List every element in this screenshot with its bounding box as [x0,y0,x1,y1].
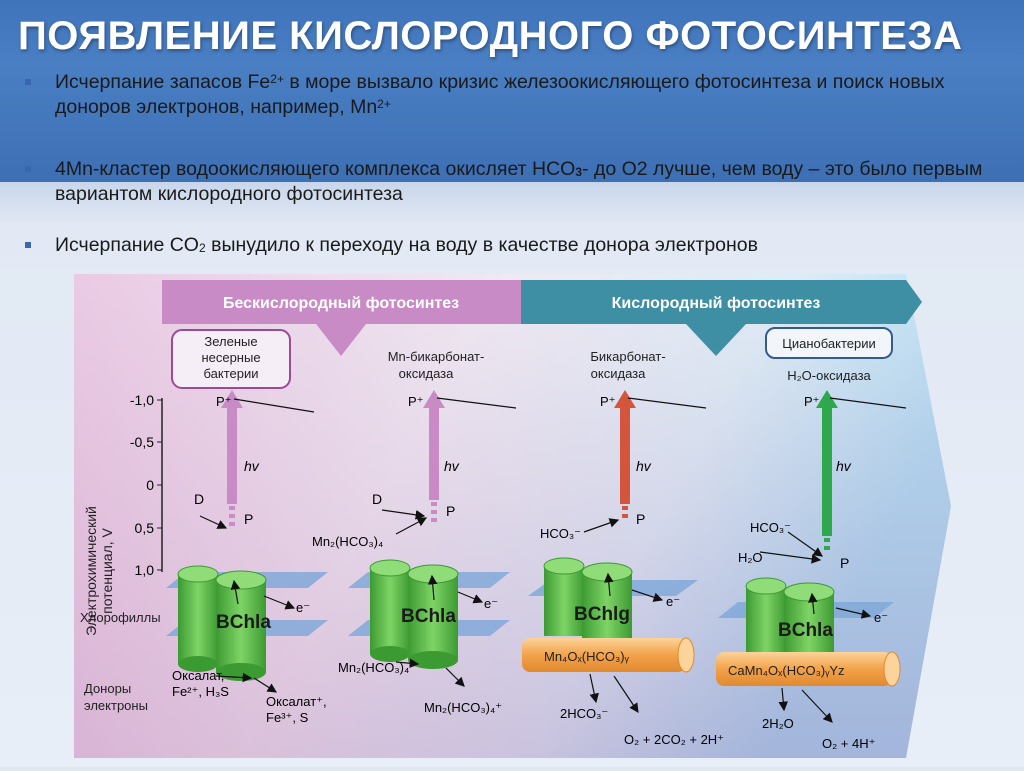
electron-label: e⁻ [484,596,498,611]
energy-arrow-shaft [227,404,237,504]
col1-donor-out-2: Fe³⁺, S [266,710,309,725]
bullet-marker [25,242,31,248]
hv-label: hv [244,458,260,474]
subscript: 2 [199,241,206,255]
y-tick-label: 1,0 [135,562,155,578]
green-bacteria-line-3: бактерии [203,366,258,381]
y-tick-label: -1,0 [130,392,154,408]
anoxygenic-label: Бескислородный фотосинтез [223,295,459,312]
col3-bottom-out: O₂ + 2CO₂ + 2H⁺ [624,732,724,747]
electron-label: e⁻ [874,610,888,625]
bchl-label: BChla [778,620,833,641]
hv-label: hv [444,458,460,474]
photosynthesis-evolution-figure: Бескислородный фотосинтез Кислородный фо… [66,266,966,766]
bullet-text: 4Mn-кластер водоокисляющего комплекса ок… [55,157,1005,207]
chlorophylls-label: Хлорофиллы [80,610,161,625]
col3-name-line-2: оксидаза [591,366,646,381]
protein-cylinder [746,586,786,652]
p-plus: P⁺ [216,394,232,409]
p-label: P [244,511,253,527]
energy-arrow-shaft [822,404,832,536]
energy-arrow-shaft [620,404,630,504]
cluster-label: Mn₄Oₓ(HCO₃)ᵧ [544,649,630,664]
col4-bottom-in: 2H₂O [762,716,794,731]
col4-donor-1: HCO₃⁻ [750,520,791,535]
superscript: 2+ [270,72,284,86]
col4-bottom-out: O₂ + 4H⁺ [822,736,875,751]
p-plus: P⁺ [408,394,424,409]
protein-cylinder [178,574,218,664]
p-plus: P⁺ [804,394,820,409]
col4-name: H₂O-оксидаза [787,368,871,383]
protein-cylinder [544,566,584,636]
text-run: Исчерпание запасов Fe [55,71,270,93]
electron-label: e⁻ [666,594,680,609]
bchl-label: BChla [401,606,456,627]
y-tick-label: -0,5 [130,434,154,450]
green-bacteria-line-2: несерные [201,350,260,365]
col2-name-line-2: оксидаза [399,366,454,381]
y-tick-label: 0 [146,477,154,493]
col2-bottom-out: Mn₂(HCO₃)₄⁺ [424,700,502,715]
col1-donor-out-1: Оксалат⁺, [266,694,327,709]
text-run: Исчерпание CO [55,234,199,256]
oxygenic-label: Кислородный фотосинтез [612,295,821,312]
p-label: P [636,511,645,527]
col2-name-line-1: Mn-бикарбонат- [388,349,485,364]
p-label: P [446,503,455,519]
hv-label: hv [636,458,652,474]
green-bacteria-line-1: Зеленые [204,334,257,349]
donors-label-1: Доноры [84,681,131,696]
col3-bottom-in: 2HCO₃⁻ [560,706,608,721]
donors-label-2: электроны [84,698,148,713]
cyanobacteria-label: Цианобактерии [782,336,876,351]
bchl-label: BChlg [574,604,630,625]
bchl-label: BChla [216,612,271,633]
donor-d: D [194,491,204,507]
bullet-text: Исчерпание запасов Fe2+ в море вызвало к… [55,70,1005,120]
energy-arrow-shaft [429,404,439,500]
p-plus: P⁺ [600,394,616,409]
superscript: 2+ [377,97,391,111]
bullet-marker [25,79,31,85]
col1-donor-in-2: Fe²⁺, H₃S [172,684,229,699]
subscript: 3 [575,165,582,179]
cluster-label: CaMn₄Oₓ(HCO₃)ᵧYz [728,663,845,678]
bullet-text: Исчерпание CO2 вынудило к переходу на во… [55,233,1005,258]
slide-title: ПОЯВЛЕНИЕ КИСЛОРОДНОГО ФОТОСИНТЕЗА [18,14,962,59]
p-label: P [840,555,849,571]
donor-d: D [372,491,382,507]
col2-donor: Mn₂(HCO₃)₄ [312,534,383,549]
hv-label: hv [836,458,852,474]
text-run: вынудило к переходу на воду в качестве д… [206,234,758,256]
col3-name-line-1: Бикарбонат- [590,349,665,364]
y-tick-label: 0,5 [135,520,155,536]
col4-donor-2: H₂O [738,550,763,565]
electron-label: e⁻ [296,600,310,615]
text-run: 4Mn-кластер водоокисляющего комплекса ок… [55,158,575,180]
figure-svg: Бескислородный фотосинтез Кислородный фо… [66,266,966,766]
y-axis-label-2: потенциал, V [99,527,115,613]
col3-donor: HCO₃⁻ [540,526,581,541]
bullet-marker [25,166,31,172]
